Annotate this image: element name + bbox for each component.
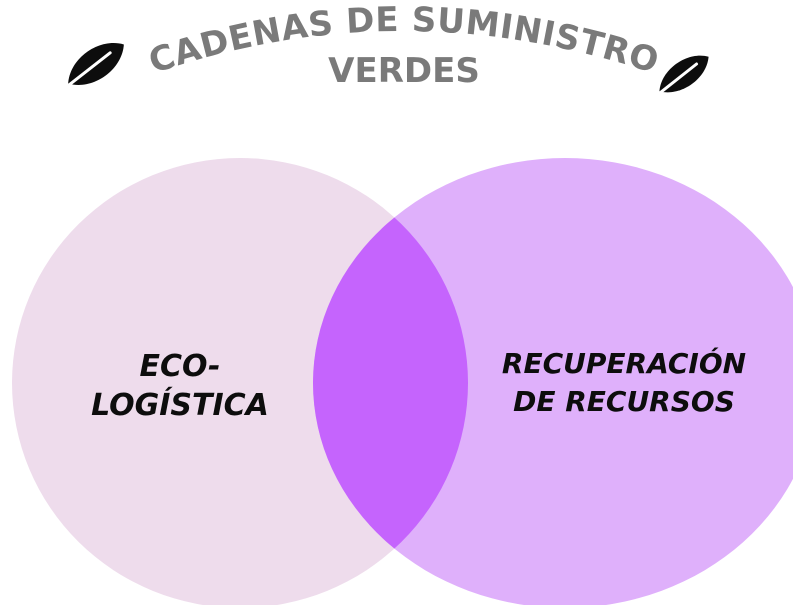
- leaf-icon: [62, 43, 124, 91]
- left-label-line-2: LOGÍSTICA: [91, 387, 269, 423]
- right-circle-label: RECUPERACIÓN DE RECURSOS: [502, 346, 746, 418]
- right-label-line-2: DE RECURSOS: [513, 385, 735, 418]
- title-line-2: VERDES: [328, 51, 480, 91]
- left-label-line-1: ECO-: [139, 349, 220, 384]
- right-label-line-1: RECUPERACIÓN: [502, 346, 746, 380]
- leaf-icon: [654, 55, 709, 98]
- diagram-title: CADENAS DE SUMINISTRO VERDES: [144, 0, 663, 91]
- left-circle-label: ECO- LOGÍSTICA: [91, 349, 269, 423]
